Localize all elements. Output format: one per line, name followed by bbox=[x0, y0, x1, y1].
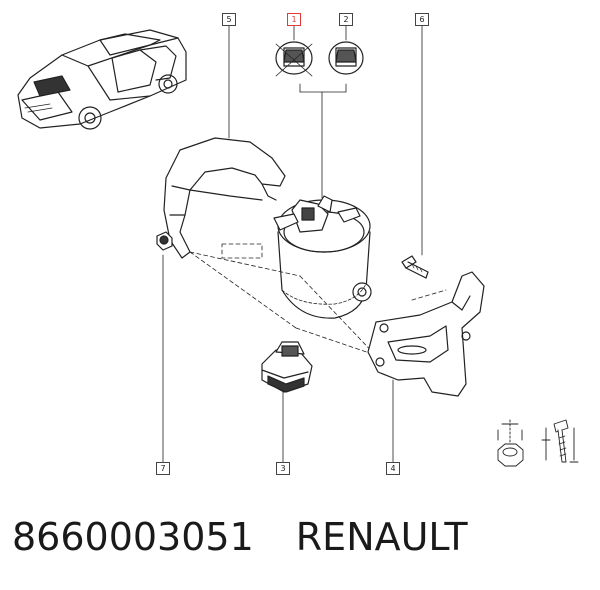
leader-lines bbox=[162, 24, 423, 463]
part-2-sensor bbox=[328, 41, 364, 75]
callout-4[interactable]: 4 bbox=[386, 462, 400, 475]
parts-diagram bbox=[17, 24, 579, 467]
torque-symbols bbox=[497, 419, 579, 467]
callout-7[interactable]: 7 bbox=[156, 462, 170, 475]
callout-3[interactable]: 3 bbox=[276, 462, 290, 475]
brand-name: RENAULT bbox=[295, 515, 468, 559]
assembly-dashed-lines bbox=[189, 243, 447, 361]
callout-2[interactable]: 2 bbox=[339, 13, 353, 26]
footer-caption: 8660003051 RENAULT bbox=[12, 515, 468, 559]
fuel-filter-body bbox=[273, 195, 372, 319]
car-illustration bbox=[17, 29, 187, 130]
part-1-sensor bbox=[275, 41, 313, 77]
callout-5[interactable]: 5 bbox=[222, 13, 236, 26]
part-5-heat-shield bbox=[163, 137, 286, 259]
part-7-washer bbox=[156, 231, 173, 251]
callout-6[interactable]: 6 bbox=[415, 13, 429, 26]
callout-1[interactable]: 1 bbox=[287, 13, 301, 26]
part-number: 8660003051 bbox=[12, 515, 254, 559]
part-4-mounting-bracket bbox=[367, 271, 485, 397]
part-6-bolt bbox=[401, 255, 429, 279]
part-3-sensor bbox=[261, 341, 313, 393]
